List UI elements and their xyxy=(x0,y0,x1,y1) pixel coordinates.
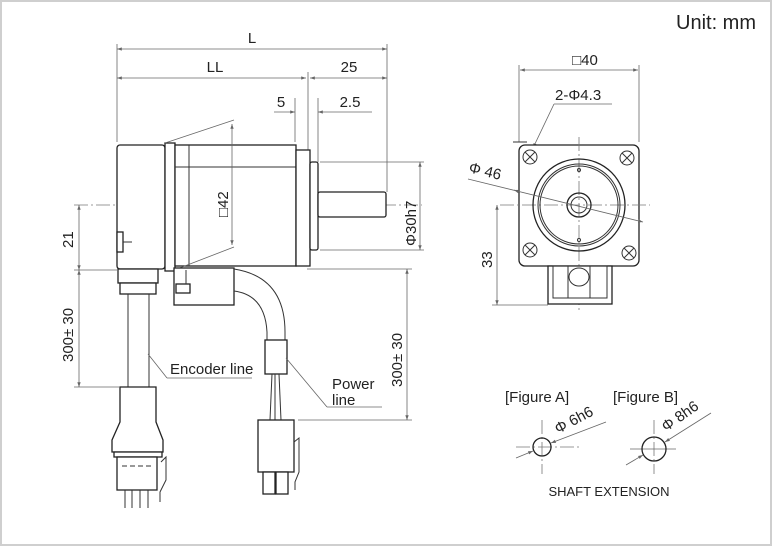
side-view: L LL 25 5 2.5 xyxy=(60,30,424,508)
power-cable xyxy=(173,267,300,495)
figure-b: Φ 8h6 xyxy=(625,398,712,474)
svg-text:5: 5 xyxy=(277,94,285,111)
dimension-21: 21 xyxy=(60,231,77,248)
unit-label: Unit: mm xyxy=(676,12,756,34)
dimension-holes: 2-Φ4.3 xyxy=(555,87,601,104)
figure-b-label: [Figure B] xyxy=(613,389,678,406)
power-line-label-2: line xyxy=(332,392,355,409)
encoder-line-label: Encoder line xyxy=(170,361,253,378)
svg-text:L: L xyxy=(248,30,256,47)
dimension-square-42: □42 xyxy=(215,191,232,217)
dimension-33: 33 xyxy=(479,251,496,268)
front-view: □40 2-Φ4.3 Φ 46 xyxy=(467,52,650,312)
motor-body xyxy=(116,142,387,272)
svg-text:LL: LL xyxy=(207,59,224,76)
dimension-5-2.5: 5 2.5 xyxy=(274,94,372,114)
dimension-25: 25 xyxy=(341,59,358,76)
figure-a-label: [Figure A] xyxy=(505,389,569,406)
encoder-cable xyxy=(111,268,167,508)
dimension-LL: LL 25 xyxy=(117,59,387,80)
power-line-label: Power xyxy=(332,376,375,393)
shaft-extension-caption: SHAFT EXTENSION xyxy=(548,484,669,499)
shaft-extension: [Figure A] [Figure B] Φ 6h6 Φ 8h6 SHAFT … xyxy=(505,389,712,499)
figure-a-dim: Φ 6h6 xyxy=(552,403,596,437)
dimension-spigot: Φ30h7 xyxy=(403,201,420,246)
dimension-square-40: □40 xyxy=(572,52,598,69)
dimension-L: L xyxy=(117,30,387,51)
dimension-encoder-cable: 300± 30 xyxy=(60,308,77,362)
figure-a: Φ 6h6 xyxy=(515,403,607,474)
dimension-power-cable: 300± 30 xyxy=(389,333,406,387)
mounting-holes xyxy=(522,149,637,261)
svg-text:2.5: 2.5 xyxy=(340,94,361,111)
front-connector xyxy=(547,265,613,305)
